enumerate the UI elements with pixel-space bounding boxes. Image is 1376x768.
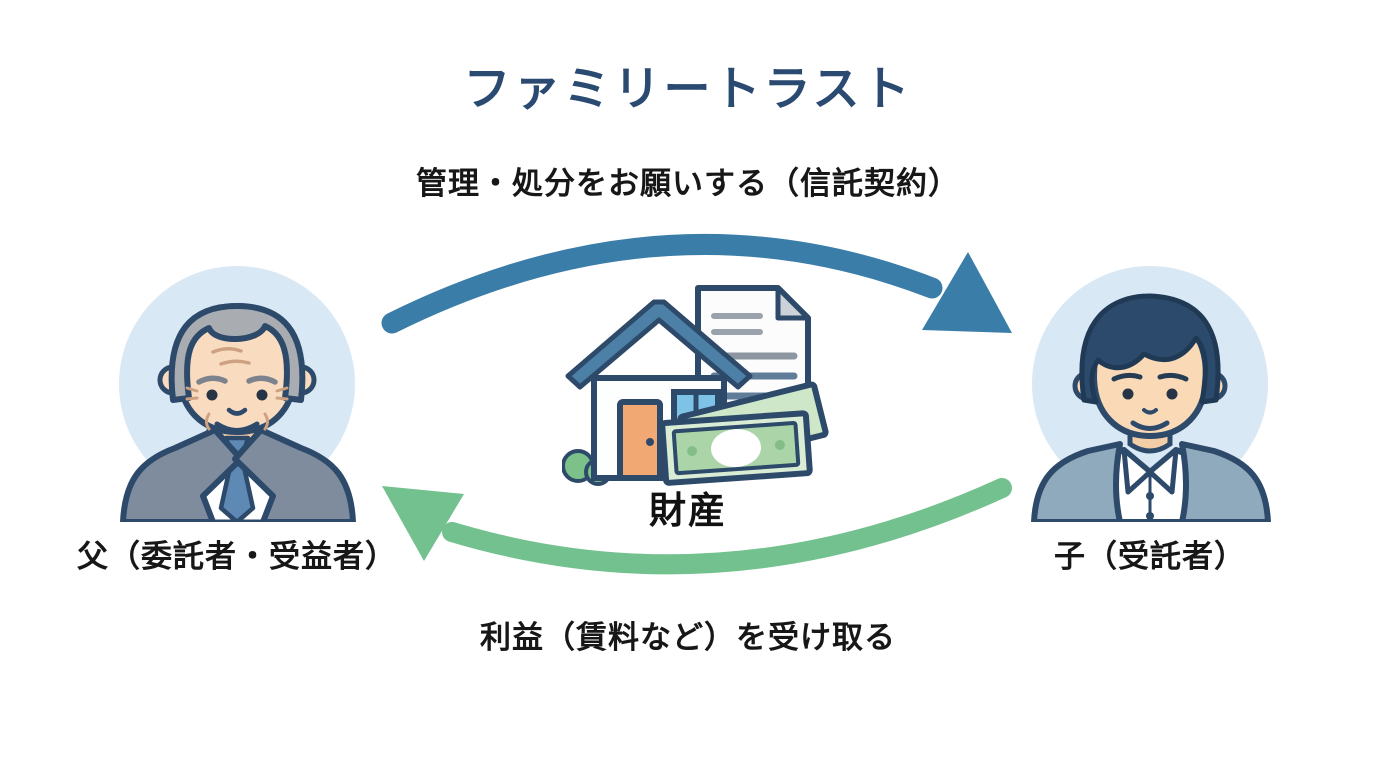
trust-contract-flow-label: 管理・処分をお願いする（信託契約）	[416, 166, 960, 201]
asset-illustration	[562, 285, 829, 486]
page-title: ファミリートラスト	[463, 62, 913, 115]
money-icon	[659, 381, 829, 486]
benefit-return-arrow-shaft	[442, 478, 1012, 575]
trust-contract-arrow-shaft	[381, 233, 943, 334]
asset-label: 財産	[649, 490, 727, 531]
son-label: 子（受託者）	[1054, 539, 1246, 574]
son-cardigan	[1031, 441, 1123, 522]
trust-contract-arrow-icon	[381, 233, 1012, 334]
benefit-return-arrowhead	[382, 486, 464, 561]
father-hair	[168, 303, 306, 403]
son-hair	[1079, 293, 1221, 405]
benefit-return-arrow-icon	[382, 478, 1012, 575]
father-label: 父（委託者・受益者）	[77, 539, 397, 574]
benefit-return-flow-label: 利益（賃料など）を受け取る	[480, 620, 896, 655]
trust-contract-arrowhead	[922, 252, 1012, 333]
father-avatar	[119, 266, 356, 522]
son-avatar	[1031, 266, 1271, 522]
house-icon	[562, 299, 753, 486]
